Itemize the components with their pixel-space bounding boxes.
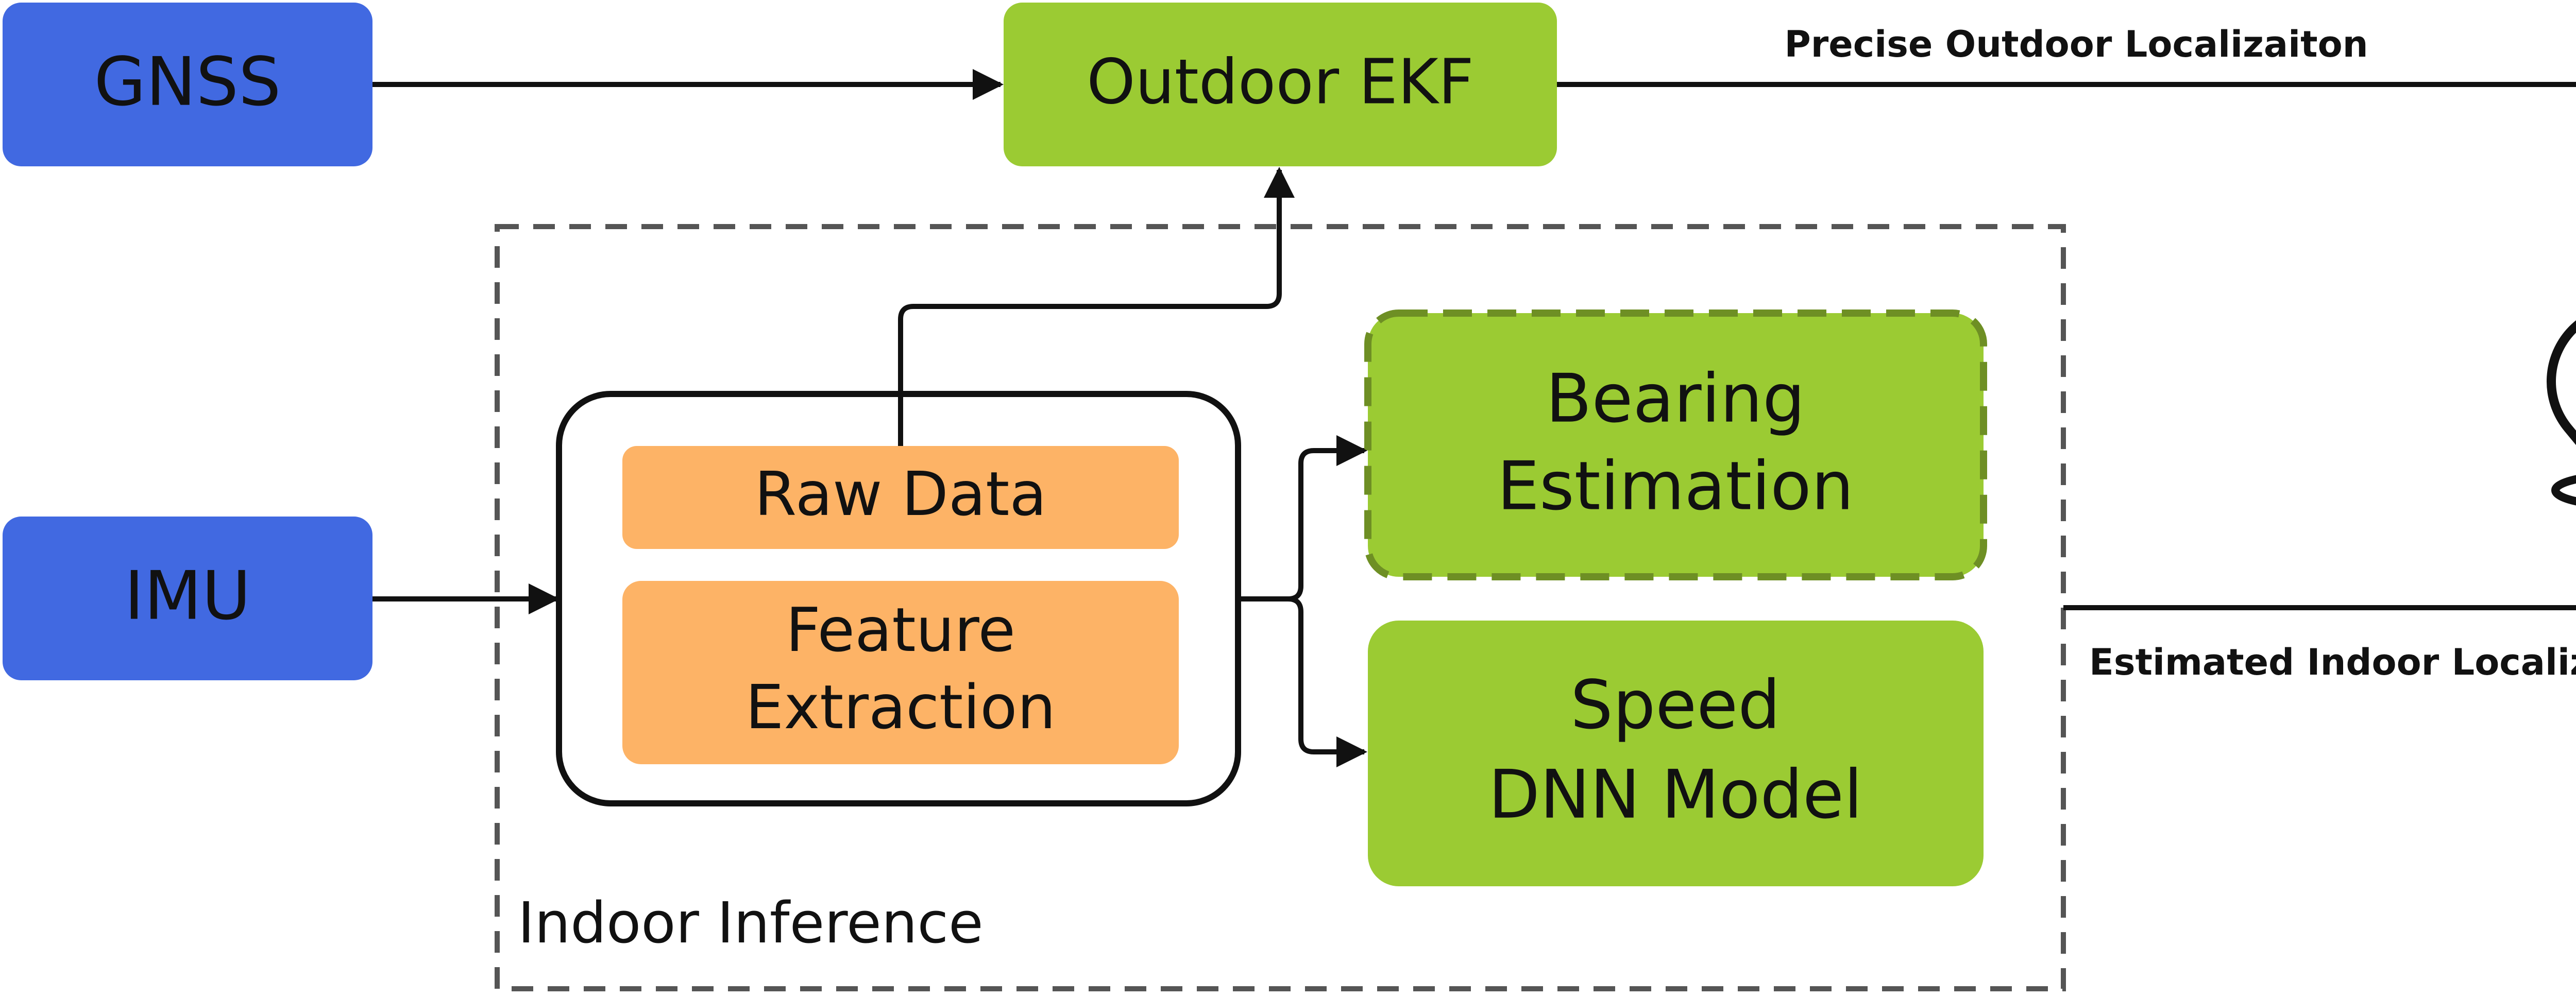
speed-dnn-box bbox=[1368, 621, 1984, 886]
arrow-rawdata-to-ekf bbox=[898, 167, 1295, 446]
imu-box bbox=[3, 517, 372, 680]
bearing-estimation-line-2: Estimation bbox=[1497, 447, 1854, 525]
arrow-to-bearing bbox=[1287, 435, 1367, 601]
indoor-inference-label: Indoor Inference bbox=[518, 890, 984, 956]
feature-extraction-line-2: Extraction bbox=[745, 672, 1056, 743]
location-pin-icon bbox=[2547, 320, 2576, 506]
raw-data-box bbox=[622, 446, 1179, 549]
speed-dnn-line-2: DNN Model bbox=[1488, 755, 1862, 834]
raw-data-label: Raw Data bbox=[754, 458, 1046, 529]
speed-dnn-line-1: Speed bbox=[1570, 666, 1781, 744]
outdoor-localization-label: Precise Outdoor Localizaiton bbox=[1784, 23, 2368, 65]
gnss-box bbox=[3, 3, 372, 166]
outdoor-ekf-label: Outdoor EKF bbox=[1087, 47, 1474, 118]
imu-label: IMU bbox=[124, 557, 251, 635]
bearing-estimation-box bbox=[1364, 310, 1987, 580]
indoor-localization-label: Estimated Indoor Localization bbox=[2089, 641, 2576, 683]
arrow-to-speed bbox=[1287, 596, 1367, 767]
arrow-indoor-to-location bbox=[2063, 605, 2576, 610]
outdoor-ekf-box bbox=[1004, 3, 1557, 166]
bearing-estimation-line-1: Bearing bbox=[1546, 359, 1805, 438]
arrow-ekf-to-location bbox=[1557, 82, 2576, 87]
feature-extraction-box bbox=[622, 581, 1179, 764]
gnss-label: GNSS bbox=[94, 43, 281, 121]
feature-extraction-line-1: Feature bbox=[786, 594, 1015, 665]
